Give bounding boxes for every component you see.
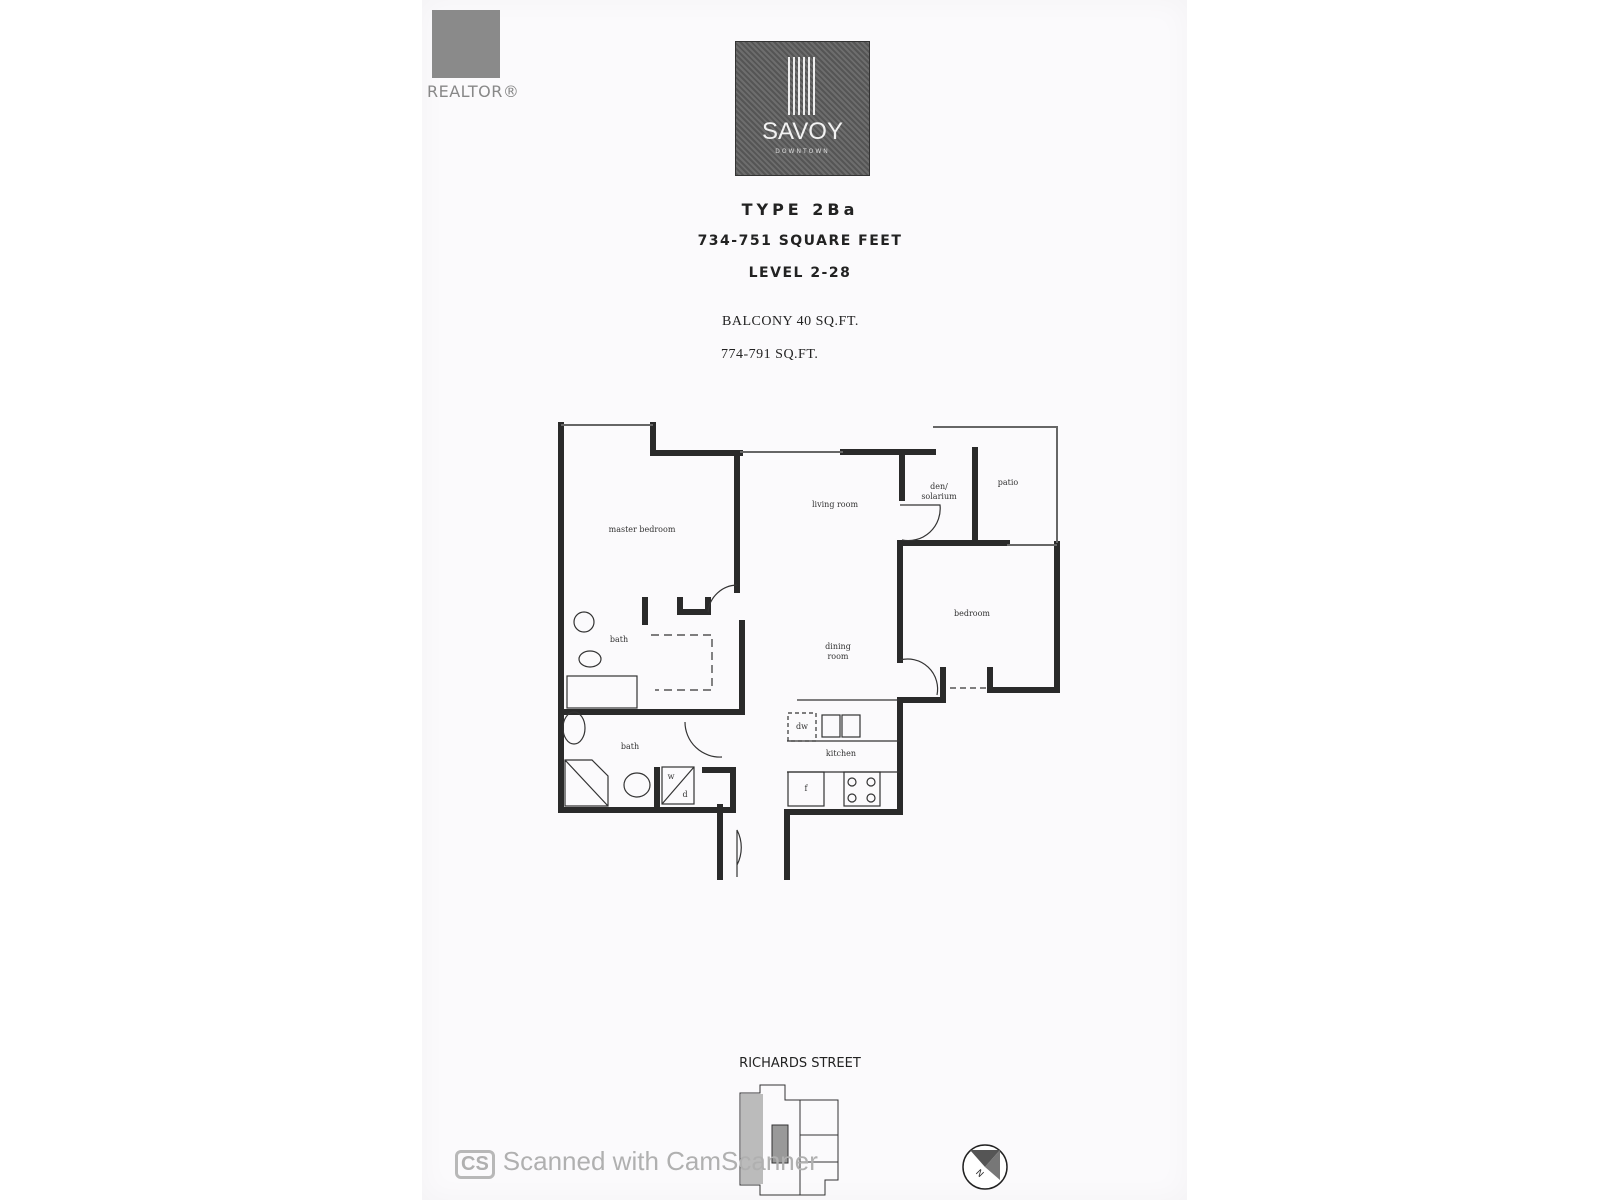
- savoy-logo: SAVOY DOWNTOWN: [735, 41, 870, 176]
- realtor-logo-text: REALTOR®: [427, 82, 520, 101]
- room-label-den: den/ solarium: [921, 482, 957, 501]
- unit-level: LEVEL 2-28: [748, 265, 852, 281]
- total-area: 774-791 SQ.FT.: [721, 347, 819, 362]
- dishwasher-label: dw: [796, 722, 808, 731]
- fridge-label: f: [804, 784, 808, 793]
- windows: [561, 424, 1058, 546]
- north-arrow-icon: [962, 1144, 1008, 1190]
- realtor-logo: REALTOR®: [427, 0, 519, 104]
- room-label-patio: patio: [997, 478, 1019, 487]
- balcony-area: BALCONY 40 SQ.FT.: [722, 314, 859, 329]
- savoy-logo-subtitle: DOWNTOWN: [775, 148, 830, 155]
- unit-type: TYPE 2Ba: [741, 200, 859, 219]
- watermark-text: Scanned with CamScanner: [502, 1146, 818, 1176]
- realtor-r-icon: [432, 10, 500, 78]
- camscanner-badge-icon: CS: [455, 1150, 495, 1179]
- room-label-bedroom: bedroom: [953, 609, 991, 618]
- doors-fixtures: [562, 504, 988, 877]
- room-label-ensuite-bath: bath: [620, 742, 640, 751]
- key-plan: [739, 1084, 839, 1196]
- room-label-dining-room: dining room: [825, 642, 851, 661]
- tower-icon: [788, 57, 816, 115]
- unit-area: 734-751 SQUARE FEET: [697, 233, 903, 249]
- room-label-master-bedroom: master bedroom: [608, 525, 676, 534]
- street-label: RICHARDS STREET: [739, 1056, 861, 1071]
- room-label-bath: bath: [609, 635, 629, 644]
- walls: [558, 422, 1060, 880]
- savoy-logo-name: SAVOY: [762, 118, 843, 145]
- room-label-kitchen: kitchen: [825, 749, 857, 758]
- washer-label: w: [667, 772, 675, 781]
- room-label-living-room: living room: [811, 500, 859, 509]
- dryer-label: d: [682, 790, 688, 799]
